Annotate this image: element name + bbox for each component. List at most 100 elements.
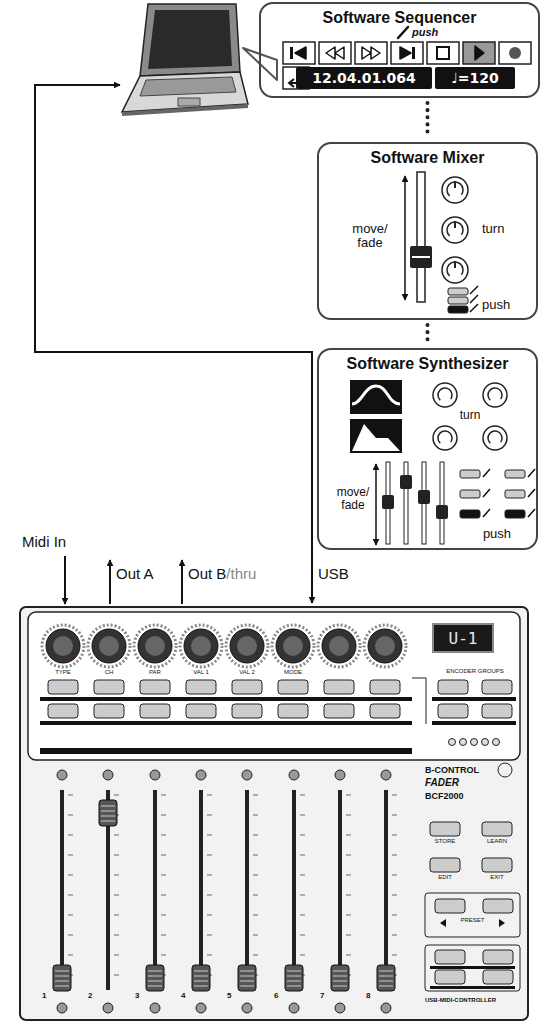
scale-tick (114, 935, 119, 936)
scale-tick (346, 955, 351, 956)
function-button (430, 858, 460, 872)
cap-grip (148, 981, 162, 982)
cap-grip (379, 981, 393, 982)
scale-tick (346, 875, 351, 876)
knob (442, 217, 468, 243)
pen-icon (470, 286, 478, 294)
scale-tick (392, 955, 397, 956)
scale-tick (346, 855, 351, 856)
scale-tick (392, 875, 397, 876)
scale-tick (207, 875, 212, 876)
scale-tick (161, 835, 166, 836)
cap-grip (55, 986, 69, 987)
screw (335, 1003, 345, 1013)
button-bar (432, 721, 516, 725)
screw (242, 770, 252, 780)
motor-fader-cap (285, 965, 303, 991)
status-led (471, 739, 478, 746)
panel-title: Software Mixer (319, 144, 536, 167)
transport-icon (475, 46, 484, 60)
scale-tick (68, 915, 73, 916)
scale-tick (300, 895, 305, 896)
button-bar (40, 697, 412, 701)
scale-tick (346, 895, 351, 896)
brand-text: FADER (425, 777, 459, 788)
encoder-button (186, 704, 216, 718)
encoder-button (232, 680, 262, 694)
encoder-button (278, 680, 308, 694)
scale-tick (253, 795, 258, 796)
button-block (425, 945, 520, 991)
brand-text: USB-MIDI-CONTROLLER (425, 997, 496, 1003)
group-button (482, 704, 512, 718)
scale-tick (300, 815, 305, 816)
fader-cap (436, 505, 448, 519)
encoder-button (186, 680, 216, 694)
turn-arrow (438, 431, 452, 443)
cap-grip (333, 981, 347, 982)
scale-tick (253, 935, 258, 936)
function-button (483, 970, 513, 984)
scale-tick (253, 855, 258, 856)
status-led (482, 739, 489, 746)
cap-grip (194, 976, 208, 977)
encoder-button (140, 704, 170, 718)
port-label: Out A (116, 566, 154, 583)
display-text: U-1 (449, 629, 478, 648)
fader-slot (60, 790, 64, 990)
envelope-box (350, 419, 402, 453)
callout-panel: Software Sequencer12.04.01.064♩=120 (259, 2, 540, 98)
encoder-knob (92, 629, 126, 663)
encoder-label: VAL 2 (227, 669, 267, 676)
scale-tick (68, 875, 73, 876)
push-button (505, 510, 525, 518)
time-display: 12.04.01.064 (296, 67, 432, 89)
function-button (435, 899, 465, 913)
cap-grip (240, 986, 254, 987)
cap-grip (194, 971, 208, 972)
action-label: push (412, 26, 438, 38)
knob-pointer (454, 261, 456, 268)
scale-tick (300, 855, 305, 856)
button-bar (430, 966, 515, 969)
pen-icon (483, 469, 490, 477)
cap-grip (148, 971, 162, 972)
cap-grip (101, 806, 115, 807)
scale-tick (207, 955, 212, 956)
pen-icon (483, 489, 490, 497)
transport-button (499, 42, 531, 64)
encoder-label: TYPE (43, 669, 83, 676)
encoder-knob (276, 629, 310, 663)
scale-tick (346, 935, 351, 936)
screw (103, 770, 113, 780)
encoder-knob (230, 629, 264, 663)
fader-slot (292, 790, 296, 990)
scale-tick (346, 835, 351, 836)
pen-icon (483, 509, 490, 517)
push-button (505, 490, 525, 498)
scale-tick (300, 955, 305, 956)
knob (483, 426, 507, 450)
scale-tick (253, 895, 258, 896)
encoder-cap (99, 636, 119, 656)
scale-tick (253, 835, 258, 836)
channel-number: 8 (366, 992, 370, 1001)
scale-tick (300, 875, 305, 876)
pen-icon (398, 27, 408, 38)
fader-slot (404, 462, 408, 544)
scale-tick (300, 915, 305, 916)
fader-slot (245, 790, 249, 990)
channel-number: 3 (135, 992, 139, 1001)
encoder-knob (46, 629, 80, 663)
led-display: U-1 (432, 623, 494, 653)
encoder-button (140, 680, 170, 694)
screw (57, 770, 67, 780)
encoder-ring (364, 625, 406, 667)
screw (289, 1003, 299, 1013)
channel-number: 7 (320, 992, 324, 1001)
transport-icon (295, 47, 306, 59)
turn-arrow (488, 431, 502, 443)
scale-tick (114, 915, 119, 916)
status-led (460, 739, 467, 746)
port-label: Out B (188, 566, 226, 583)
